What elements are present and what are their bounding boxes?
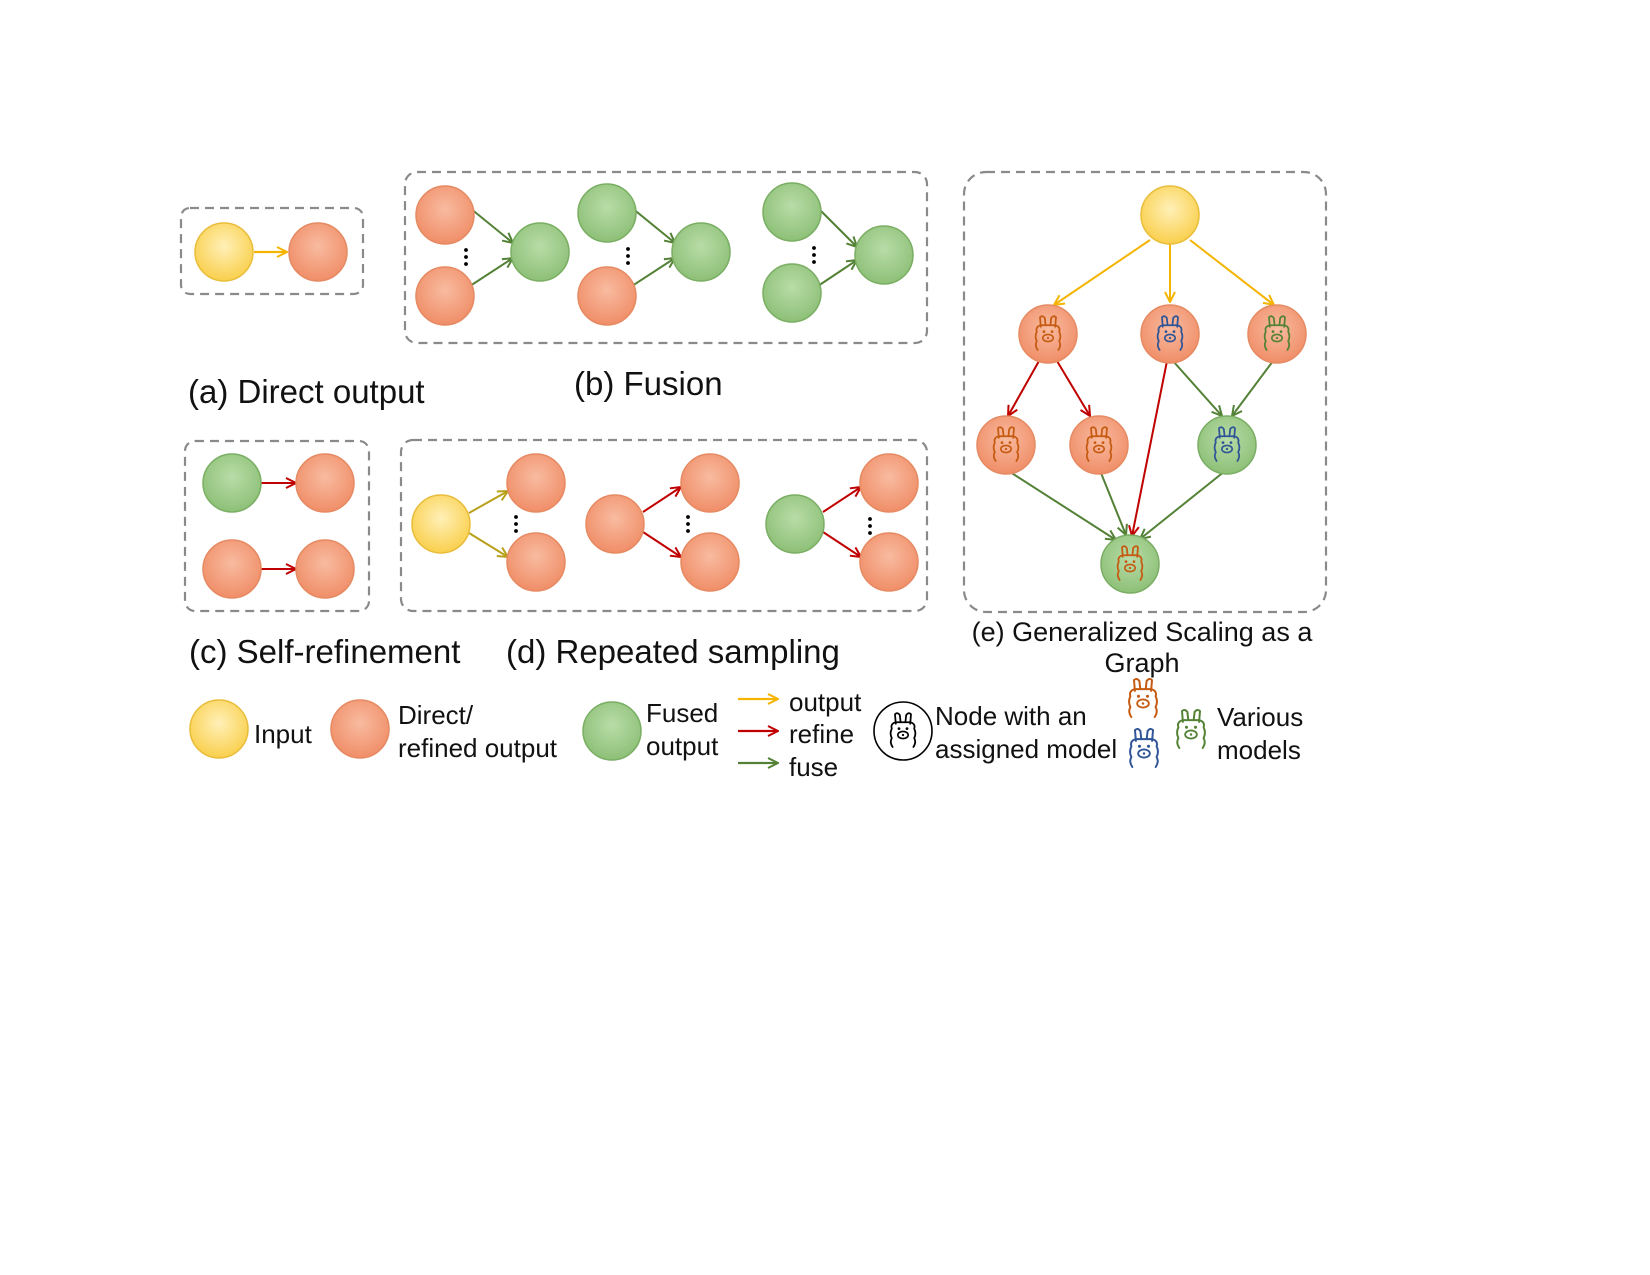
panel-b-fusion	[403, 170, 929, 345]
panel-d-frame	[399, 438, 929, 613]
edge-output	[1054, 239, 1151, 305]
llama-icon	[1176, 708, 1206, 750]
edge-fuse	[817, 207, 857, 247]
output-node	[415, 266, 475, 326]
legend-input-label: Input	[254, 719, 313, 749]
output-node	[680, 532, 740, 592]
edge-fuse	[469, 258, 513, 287]
vertical-ellipsis-icon	[812, 246, 816, 264]
caption-e-line1: (e) Generalized Scaling as a	[972, 617, 1314, 647]
input-node	[194, 222, 254, 282]
edge-fuse	[817, 260, 857, 287]
fused-node	[510, 222, 570, 282]
fused-node	[577, 183, 637, 243]
llama-icon	[1128, 677, 1158, 719]
input-node	[411, 494, 471, 554]
vertical-ellipsis-icon	[868, 517, 872, 535]
legend-refine-edge-label: refine	[789, 719, 854, 749]
vertical-ellipsis-icon	[464, 248, 468, 266]
llama-icon	[1129, 727, 1159, 769]
edge-fuse	[469, 207, 513, 243]
edge-fuse	[1140, 470, 1226, 539]
panel-c-self-refinement	[183, 439, 371, 613]
output-node	[585, 494, 645, 554]
output-node	[202, 539, 262, 599]
edge-fuse	[1232, 360, 1274, 416]
legend-fused-label-line1: Fused	[646, 698, 718, 728]
vertical-ellipsis-icon	[686, 515, 690, 533]
caption-e-line2: Graph	[1104, 648, 1179, 678]
panel-e-graph	[962, 170, 1328, 614]
panel-b-frame	[403, 170, 929, 345]
edge-refine	[1132, 360, 1168, 536]
legend-output-swatch	[330, 699, 390, 759]
edge-fuse	[1172, 360, 1222, 416]
legend-output-edge-label: output	[789, 687, 862, 717]
caption-a: (a) Direct output	[188, 373, 425, 410]
edge-fuse	[631, 207, 675, 243]
legend-various-models-label-line1: Various	[1217, 702, 1303, 732]
panel-d-repeated-sampling	[399, 438, 929, 613]
output-node	[859, 453, 919, 513]
fused-node	[762, 182, 822, 242]
panel-e-frame	[962, 170, 1328, 614]
legend-fused-label-line2: output	[646, 731, 719, 761]
fused-node	[202, 453, 262, 513]
output-node	[415, 185, 475, 245]
caption-d: (d) Repeated sampling	[506, 633, 840, 670]
edge-fuse	[1006, 469, 1116, 540]
edge-refine	[822, 487, 861, 513]
output-node	[859, 532, 919, 592]
legend: Input Direct/ refined output Fused outpu…	[189, 677, 1303, 782]
edge-output	[468, 532, 508, 557]
legend-various-models-label-line2: models	[1217, 735, 1301, 765]
output-node	[295, 539, 355, 599]
output-node	[506, 532, 566, 592]
legend-input-swatch	[189, 699, 249, 759]
edge-refine	[822, 531, 861, 557]
output-node	[506, 453, 566, 513]
legend-model-node-label-line1: Node with an	[935, 701, 1087, 731]
fused-node	[671, 222, 731, 282]
legend-fused-swatch	[582, 701, 642, 761]
fused-node	[854, 225, 914, 285]
output-node	[288, 222, 348, 282]
output-node	[680, 453, 740, 513]
edge-refine	[1056, 360, 1090, 416]
edge-output	[468, 491, 508, 514]
edge-refine	[642, 487, 681, 513]
panel-a-direct-output	[179, 206, 365, 296]
output-node	[295, 453, 355, 513]
edge-fuse	[1100, 472, 1126, 535]
panel-c-frame	[183, 439, 371, 613]
output-node	[577, 266, 637, 326]
legend-fuse-edge-label: fuse	[789, 752, 838, 782]
vertical-ellipsis-icon	[626, 247, 630, 265]
caption-c: (c) Self-refinement	[189, 633, 460, 670]
vertical-ellipsis-icon	[514, 515, 518, 533]
edge-fuse	[631, 258, 675, 287]
legend-model-node-label-line2: assigned model	[935, 734, 1117, 764]
caption-b: (b) Fusion	[574, 365, 723, 402]
edge-refine	[1008, 360, 1040, 416]
edge-refine	[642, 531, 681, 557]
edge-output	[1189, 239, 1274, 305]
legend-output-label-line1: Direct/	[398, 700, 474, 730]
panel-a-frame	[179, 206, 365, 296]
input-node	[1140, 185, 1200, 245]
legend-output-label-line2: refined output	[398, 733, 558, 763]
fused-node	[765, 494, 825, 554]
fused-node	[762, 263, 822, 323]
